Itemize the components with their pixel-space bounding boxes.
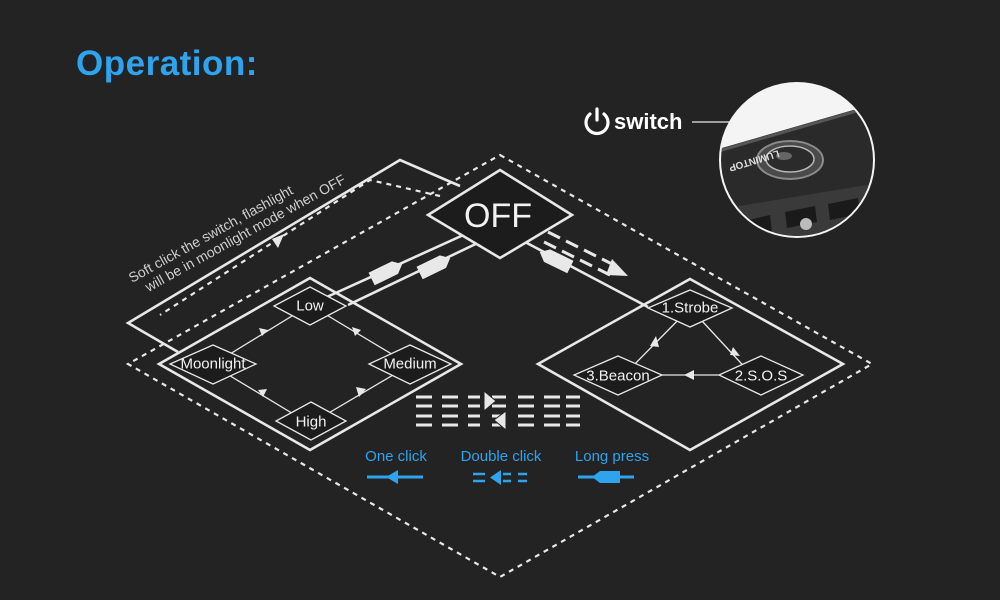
long-press-marker-1 [368,261,403,286]
note-line-2: will be in moonlight mode when OFF [141,171,348,295]
sos-label: 2.S.O.S [735,368,788,385]
strobe-label: 1.Strobe [662,300,719,317]
note-line-1: Soft click the switch, flashlight [126,182,296,286]
soft-click-note: Soft click the switch, flashlight will b… [126,171,348,295]
soft-click-loop [125,158,461,354]
long-press-marker-3 [539,249,574,274]
flashlight-photo: LUMINTOP [719,82,875,238]
double-click-icon [473,470,527,485]
off-double-click-dashes [543,230,615,277]
legend-long-press-label: Long press [575,448,649,465]
legend-one-click-label: One click [365,448,427,465]
beacon-node [572,355,664,396]
one-click-icon [367,470,423,484]
long-press-marker-2 [416,255,451,280]
cycle-arrow-strobe-sos [730,347,740,356]
legend-double-click-label: Double click [461,448,542,465]
high-node [274,401,348,441]
general-modes-diamond [156,276,464,452]
low-node [272,286,348,326]
cycle-arrow-moonlight-low [259,328,268,336]
strobe-node [646,289,734,328]
sos-node [717,355,805,396]
transfer-arrow-right [483,389,497,413]
soft-click-dotted-guide [159,178,441,316]
beacon-label: 3.Beacon [586,368,649,385]
low-label: Low [296,298,324,315]
long-press-icon [578,471,634,483]
double-click-transfer-symbol [416,395,580,427]
soft-click-loop-arrow [272,234,284,248]
special-modes-diamond [535,277,846,452]
cycle-arrow-low-medium [352,327,361,336]
cycle-arrow-beacon-strobe [650,336,659,347]
transfer-arrow-left [493,410,507,432]
outer-dashed-border [125,153,875,579]
cycle-arrow-sos-beacon [684,370,694,380]
moonlight-label: Moonlight [180,356,246,373]
power-icon [584,107,610,136]
medium-node [367,344,453,385]
moonlight-node [168,344,258,385]
page-title: Operation: [76,44,258,83]
off-to-general-line-b [347,238,485,307]
cycle-arrow-medium-high [356,387,366,397]
cycle-arrow-high-moonlight [258,389,267,397]
off-label: OFF [464,197,532,235]
off-double-click-arrow [606,259,628,276]
switch-label: switch [614,109,682,134]
off-diamond [425,168,575,260]
high-label: High [296,414,327,431]
medium-label: Medium [383,356,436,373]
